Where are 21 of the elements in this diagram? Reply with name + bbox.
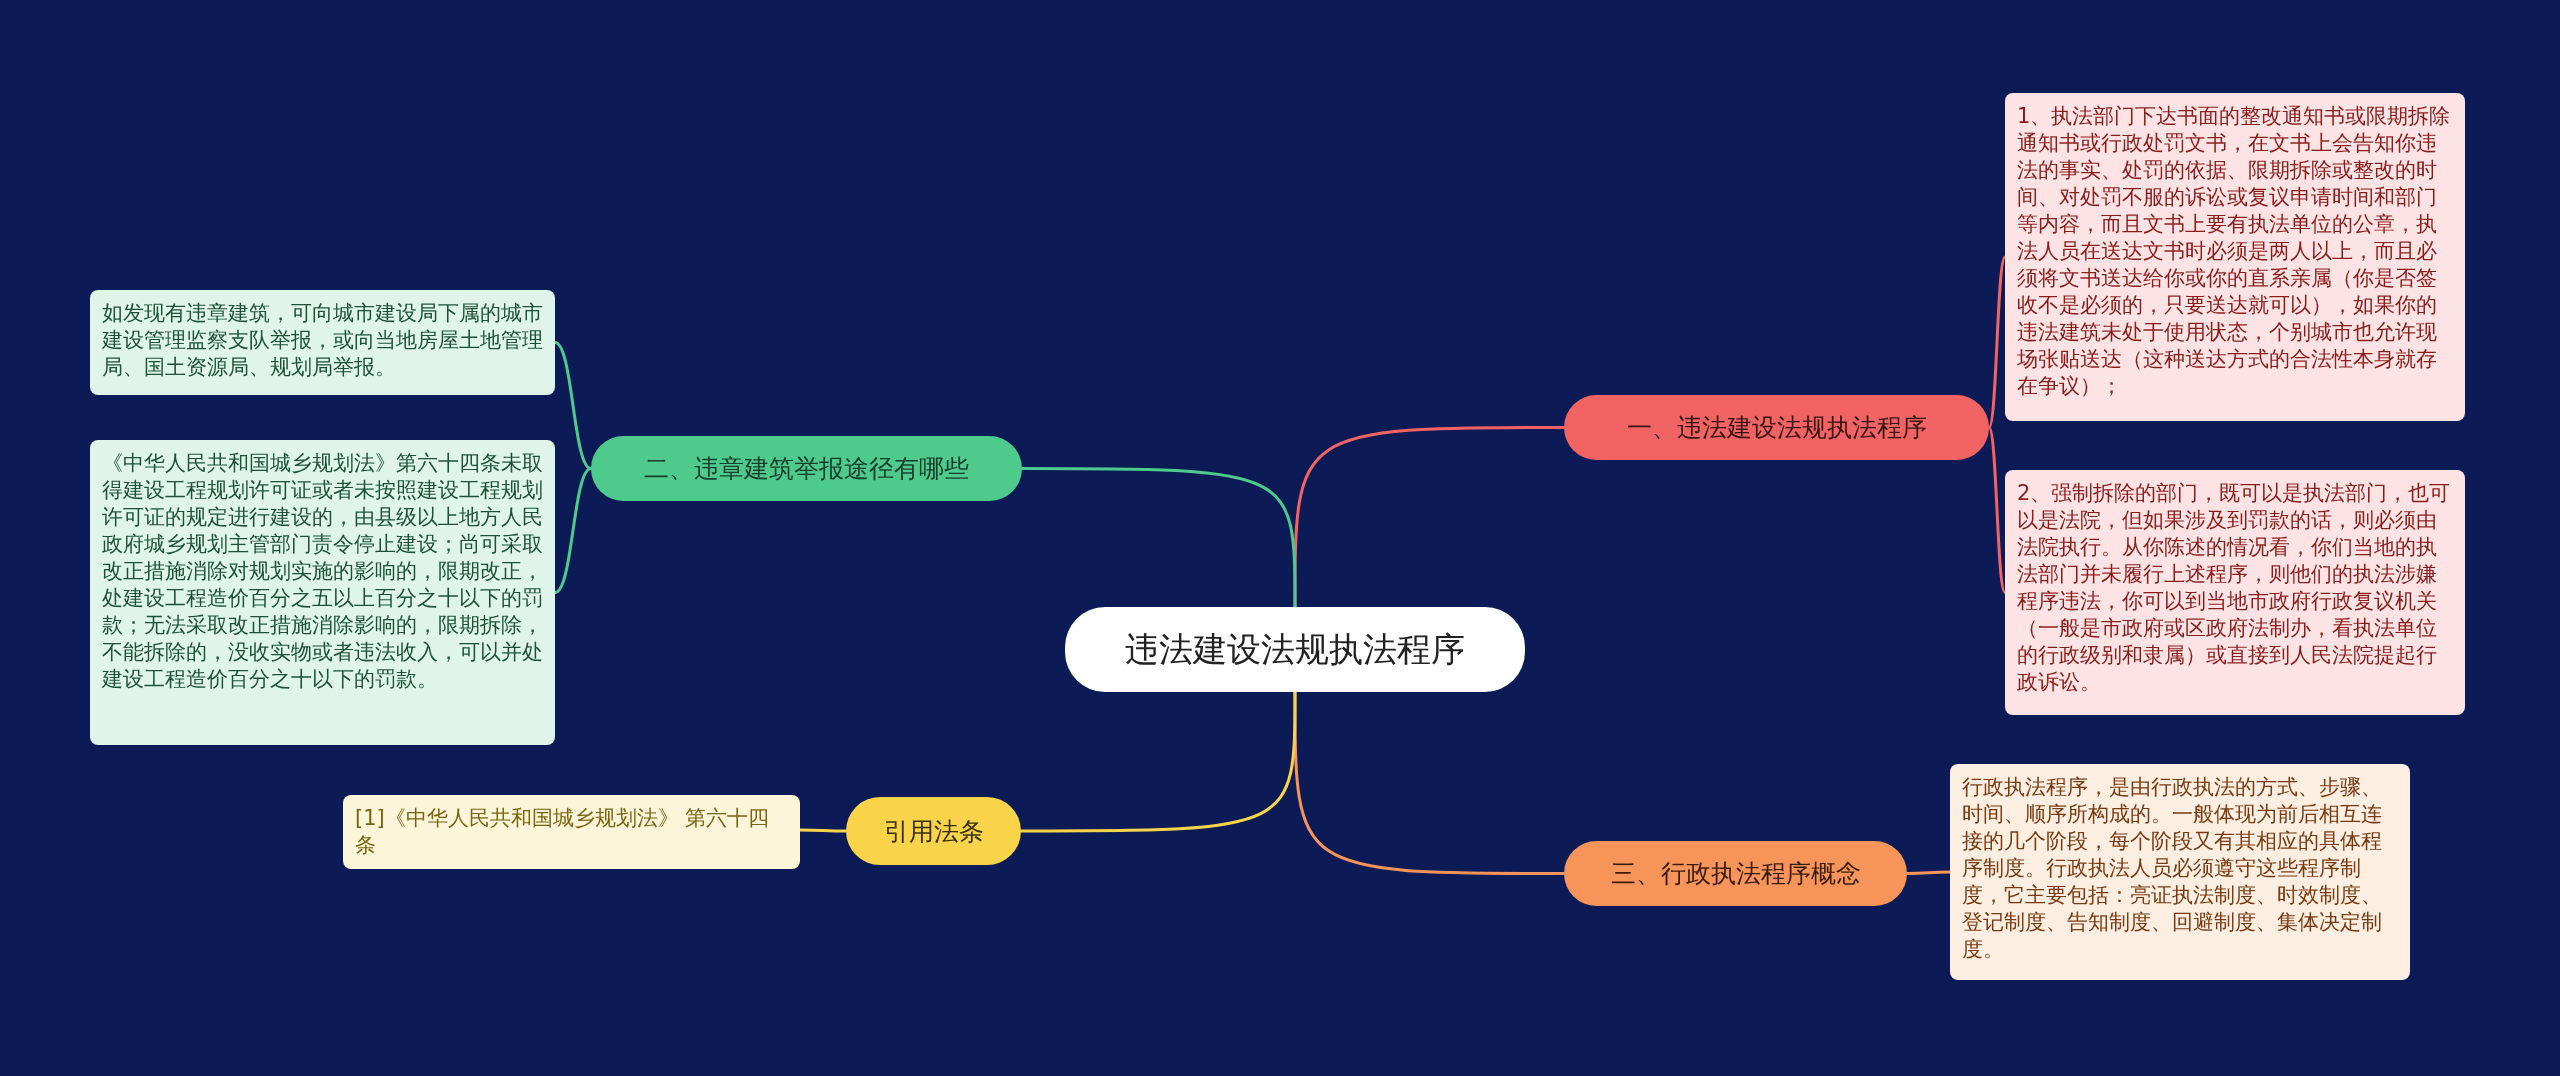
connector-line (1022, 467, 1297, 607)
connector-line (1293, 426, 1564, 607)
branch-topic: 三、行政执法程序概念 (1564, 841, 1907, 906)
connector-line (1907, 870, 1950, 875)
detail-card: 行政执法程序，是由行政执法的方式、步骤、时间、顺序所构成的。一般体现为前后相互连接的几个阶段，每个阶段又有其相应的具体程序制度。行政执法人员必须遵守这些程序制度，它主要包括：亮证执法制度、时效制度、登记制度、告知制度、回避制度、集体决定制度。 (1950, 764, 2410, 980)
branch-topic: 二、违章建筑举报途径有哪些 (591, 436, 1022, 501)
detail-card: 《中华人民共和国城乡规划法》第六十四条未取得建设工程规划许可证或者未按照建设工程规划许可证的规定进行建设的，由县级以上地方人民政府城乡规划主管部门责令停止建设；尚可采取改正措施消除对规划实施的影响的，限期改正，处建设工程造价百分之五以上百分之十以下的罚款；无法采取改正措施消除影响的，限期拆除，不能拆除的，没收实物或者违法收入，可以并处建设工程造价百分之十以下的罚款。 (90, 440, 555, 745)
connector-line (800, 828, 846, 833)
reference-card: [1]《中华人民共和国城乡规划法》 第六十四条 (343, 795, 800, 869)
connector-line (554, 341, 592, 470)
detail-card: 2、强制拆除的部门，既可以是执法部门，也可以是法院，但如果涉及到罚款的话，则必须由法院执行。从你陈述的情况看，你们当地的执法部门并未履行上述程序，则他们的执法涉嫌程序违法，你可以到当地市政府行政复议机关（一般是市政府或区政府法制办，看执法单位的行政级别和隶属）或直接到人民法院提起行政诉讼。 (2005, 470, 2465, 715)
connector-line (1987, 256, 2007, 429)
branch-topic: 一、违法建设法规执法程序 (1564, 395, 1989, 460)
connector-line (554, 467, 592, 594)
connector-line (1293, 692, 1564, 875)
branch-topic: 引用法条 (846, 797, 1021, 865)
detail-card: 如发现有违章建筑，可向城市建设局下属的城市建设管理监察支队举报，或向当地房屋土地管理局、国土资源局、规划局举报。 (90, 290, 555, 395)
connector-line (1987, 426, 2007, 594)
central-topic: 违法建设法规执法程序 (1065, 607, 1525, 692)
connector-line (1021, 692, 1297, 833)
detail-card: 1、执法部门下达书面的整改通知书或限期拆除通知书或行政处罚文书，在文书上会告知你违法的事实、处罚的依据、限期拆除或整改的时间、对处罚不服的诉讼或复议申请时间和部门等内容，而且文书上要有执法单位的公章，执法人员在送达文书时必须是两人以上，而且必须将文书送达给你或你的直系亲属（你是否签收不是必须的，只要送达就可以），如果你的违法建筑未处于使用状态，个别城市也允许现场张贴送达（这种送达方式的合法性本身就存在争议）； (2005, 93, 2465, 421)
